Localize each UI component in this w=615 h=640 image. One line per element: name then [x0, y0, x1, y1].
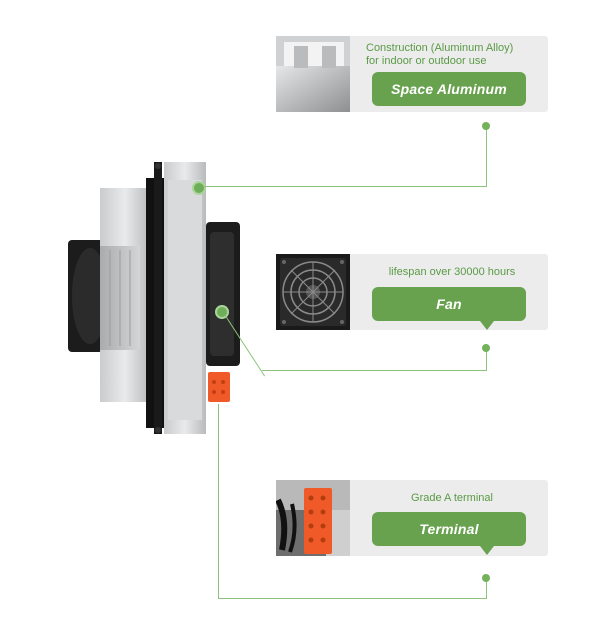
thermoelectric-cooler-icon [68, 162, 240, 434]
terminal-connector-dot [482, 574, 490, 582]
pill-tail [480, 321, 494, 330]
cooler-product-image [60, 150, 250, 440]
terminal-connector-h [218, 598, 487, 599]
fan-thumbnail [276, 254, 350, 330]
fan-connector-h [262, 370, 487, 371]
aluminum-profile-icon [276, 36, 350, 112]
terminal-connector-v2 [486, 578, 487, 598]
pill-tail [480, 546, 494, 555]
fan-connector-v [486, 348, 487, 370]
terminal-thumbnail [276, 480, 350, 556]
aluminum-marker [192, 181, 206, 195]
callout-description: Grade A terminal [411, 492, 493, 504]
callout-space-aluminum: Construction (Aluminum Alloy) for indoor… [276, 36, 548, 112]
aluminum-connector-v [486, 126, 487, 187]
fan-grille-icon [276, 254, 350, 330]
terminal-connector-v1 [218, 404, 219, 598]
callout-label: Terminal [372, 512, 526, 546]
callout-label: Space Aluminum [372, 72, 526, 106]
aluminum-connector-dot [482, 122, 490, 130]
terminal-block-icon [276, 480, 350, 556]
callout-fan: lifespan over 30000 hours Fan [276, 254, 548, 330]
callout-description: lifespan over 30000 hours [388, 266, 516, 278]
callout-description: Construction (Aluminum Alloy) for indoor… [366, 42, 514, 67]
aluminum-connector-h [204, 186, 487, 187]
aluminum-profile-thumbnail [276, 36, 350, 112]
callout-label: Fan [372, 287, 526, 321]
fan-connector-dot [482, 344, 490, 352]
callout-terminal: Grade A terminal Terminal [276, 480, 548, 556]
